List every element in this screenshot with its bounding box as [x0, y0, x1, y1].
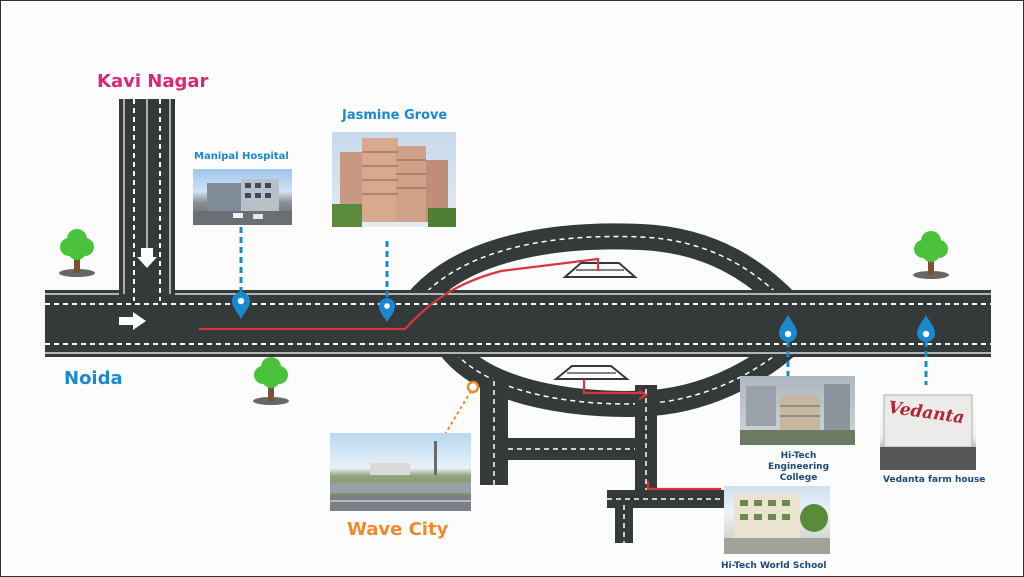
jasmine-grove-photo: [332, 132, 456, 227]
vedanta-farm-house-photo: Vedanta: [880, 385, 976, 470]
kavi-nagar-label: Kavi Nagar: [97, 71, 209, 92]
hitech-school-label: Hi-Tech World School: [721, 561, 827, 571]
location-pin-icon: [379, 298, 395, 322]
location-dot-icon: [466, 380, 480, 394]
south-roads: [480, 379, 735, 543]
hitech-world-school-photo: [724, 486, 830, 554]
bridge-bottom: [553, 365, 630, 380]
route-lines: [199, 257, 721, 491]
wave-city-photo: [330, 433, 471, 511]
wave-city-label: Wave City: [347, 519, 449, 540]
hitech-engineering-photo: [740, 376, 855, 445]
tree-icon: [59, 229, 95, 277]
location-pin-icon: [917, 315, 935, 342]
location-pin-icon: [779, 315, 797, 342]
manipal-hospital-photo: [193, 169, 292, 225]
main-road: [45, 290, 991, 357]
location-pin-icon: [232, 292, 250, 319]
hitech-engineering-label: Hi-Tech Engineering College: [767, 451, 830, 483]
jasmine-grove-label: Jasmine Grove: [342, 108, 448, 123]
kavi-nagar-road: [119, 99, 175, 301]
noida-label: Noida: [64, 368, 123, 389]
direction-arrow-icon: [119, 312, 146, 330]
bridge-top: [562, 262, 638, 278]
tree-icon: [913, 231, 949, 279]
manipal-hospital-label: Manipal Hospital: [194, 151, 289, 162]
pin-connectors: [239, 227, 928, 442]
tree-icon: [253, 357, 289, 405]
vedanta-label: Vedanta farm house: [883, 475, 986, 485]
direction-arrow-icon: [137, 248, 157, 268]
